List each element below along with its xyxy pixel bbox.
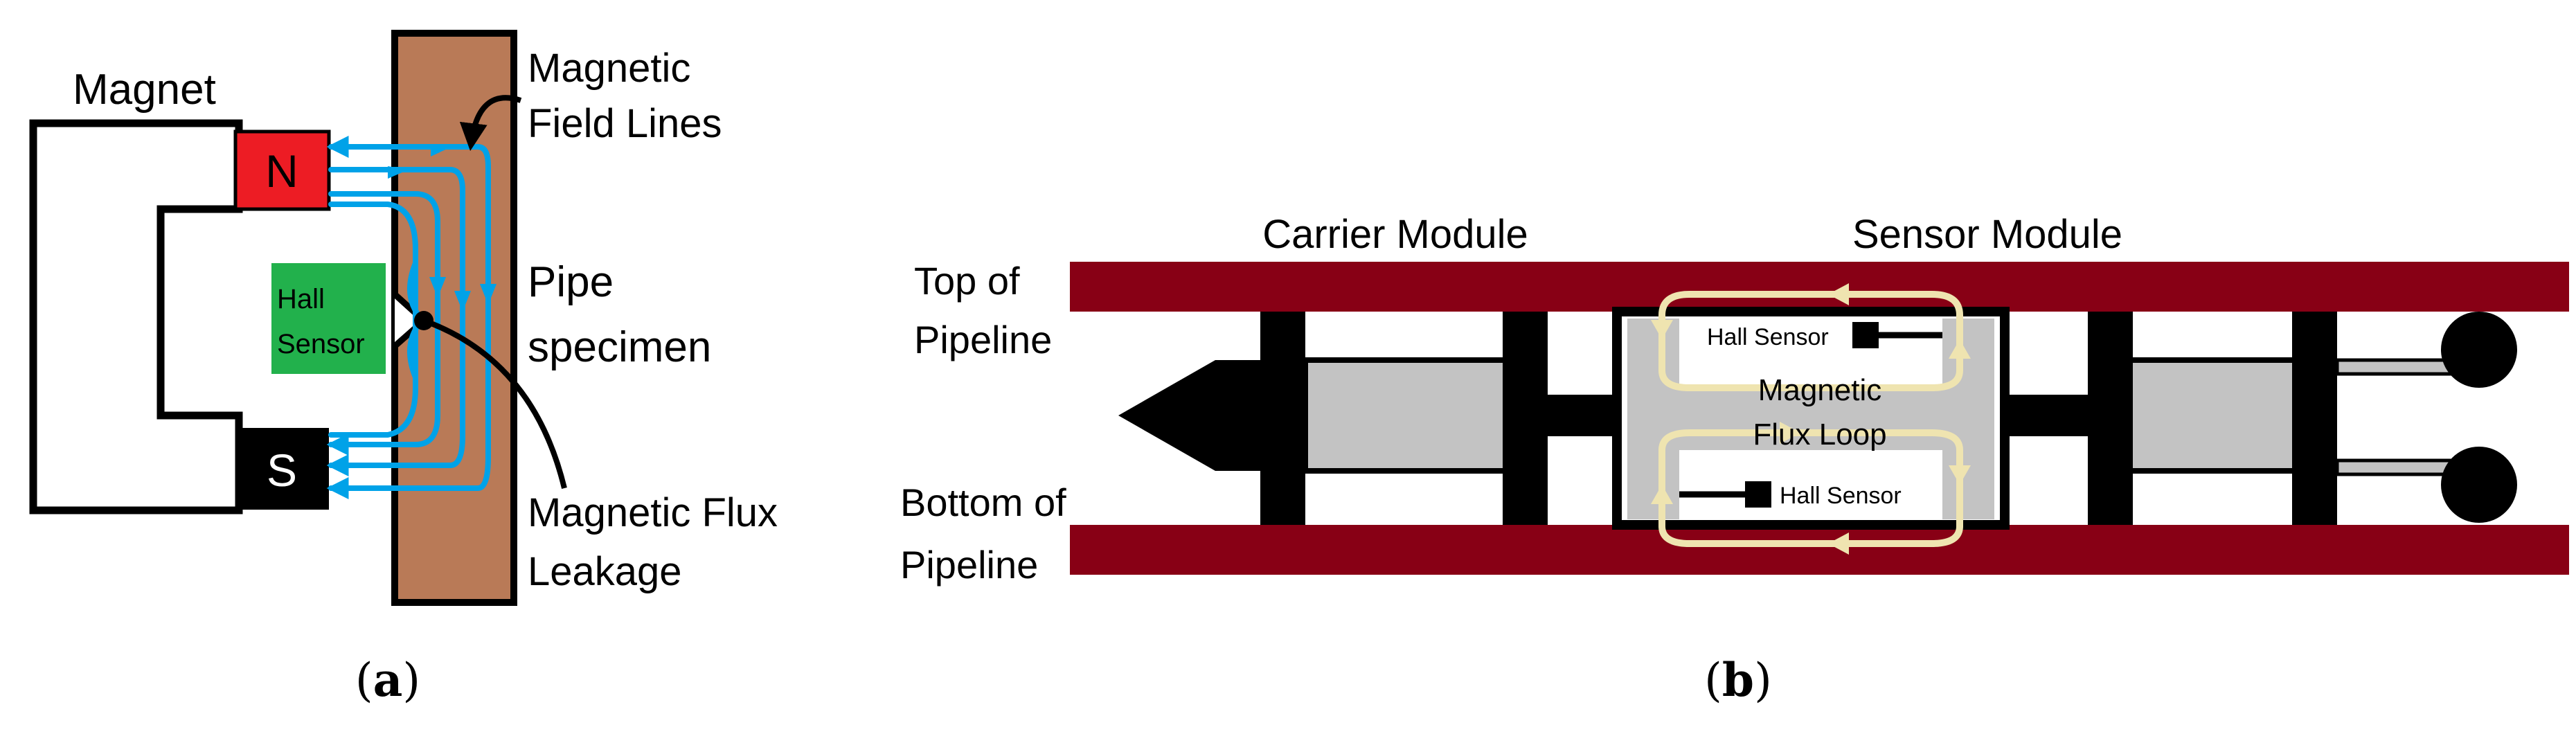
- hall-sensor-label-line2: Sensor: [277, 329, 365, 359]
- caption-b: (b): [1704, 653, 1772, 707]
- bottom-of-pipeline-label-line1: Bottom of: [900, 481, 1066, 524]
- caption-b-close: ): [1754, 654, 1772, 707]
- bottom-of-pipeline-label-line2: Pipeline: [900, 543, 1038, 587]
- field-line-arrowheads: [388, 144, 497, 312]
- pipe-specimen-label-line2: specimen: [528, 323, 711, 371]
- rear-cups: [2088, 312, 2337, 525]
- hall-sensor-top-label: Hall Sensor: [1707, 324, 1829, 350]
- carrier-module-body: [1303, 357, 1516, 474]
- sensor-module-left-magnet: [1627, 319, 1679, 519]
- field-lines-label-line2: Field Lines: [528, 101, 722, 146]
- sensor-module-right-magnet: [1942, 319, 1994, 519]
- mfl-defect-marker: [414, 311, 433, 330]
- hall-sensor-bottom-label: Hall Sensor: [1780, 483, 1902, 509]
- magnetic-flux-loop: [1658, 291, 1963, 547]
- north-pole: [233, 129, 331, 211]
- mfl-pointer: [422, 318, 567, 489]
- south-pole: [235, 428, 329, 510]
- odometer-wheels: [2335, 312, 2517, 523]
- panel-a: N S Hall Sensor Magnet Magneti: [29, 30, 778, 707]
- top-of-pipeline-label-line1: Top of: [914, 259, 1020, 303]
- caption-b-letter: b: [1722, 653, 1754, 707]
- field-lines-label-line1: Magnetic: [528, 46, 690, 91]
- hall-sensor-top: [1852, 322, 1879, 348]
- mfl-label-line1: Magnetic Flux: [528, 490, 778, 535]
- rear-module-body: [2127, 357, 2305, 474]
- hall-sensor-label-line1: Hall: [277, 284, 325, 314]
- field-lines-pointer: [459, 95, 522, 151]
- north-pole-label: N: [265, 145, 298, 197]
- flux-loop-arrowheads: [1651, 283, 1971, 555]
- hall-sensor-bottom: [1745, 481, 1771, 508]
- joint-left: [1548, 395, 1617, 436]
- panel-b: Hall Sensor Hall Sensor Magnetic Flux Lo…: [900, 212, 2569, 707]
- mfl-label-line2: Leakage: [528, 549, 682, 594]
- joint-right: [2005, 395, 2088, 436]
- magnet-yoke: [29, 119, 243, 514]
- carrier-cups: [1260, 312, 1548, 525]
- pipe-specimen-label-line1: Pipe: [528, 258, 614, 306]
- caption-b-open: (: [1704, 654, 1722, 707]
- caption-a-close: ): [402, 654, 420, 707]
- magnet-label: Magnet: [73, 66, 216, 114]
- caption-a-open: (: [355, 654, 373, 707]
- caption-a: (a): [355, 653, 420, 707]
- pipeline-top-wall: [1070, 262, 2569, 312]
- carrier-module-label: Carrier Module: [1262, 212, 1528, 257]
- pipeline-bottom-wall: [1070, 525, 2569, 575]
- sensor-module-core: [1679, 388, 1942, 450]
- flux-loop-label-line2: Flux Loop: [1753, 418, 1886, 451]
- flux-loop-label-line1: Magnetic: [1758, 373, 1882, 407]
- caption-a-letter: a: [373, 653, 403, 707]
- sensor-module-label: Sensor Module: [1852, 212, 2122, 257]
- top-of-pipeline-label-line2: Pipeline: [914, 318, 1052, 361]
- pig-nose-cone: [1118, 360, 1271, 471]
- south-pole-label: S: [267, 445, 297, 496]
